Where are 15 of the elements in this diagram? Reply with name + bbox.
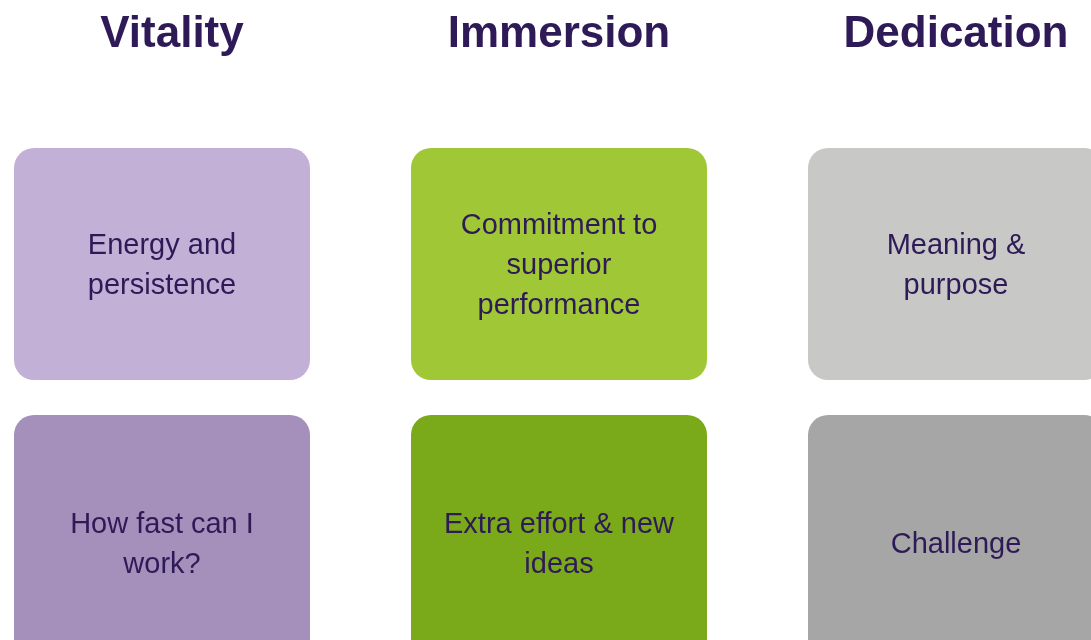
box-text: Extra effort & new ideas — [443, 506, 675, 581]
box-text: Challenge — [890, 526, 1022, 561]
box-text: How fast can I work? — [69, 506, 255, 581]
rounded-box — [411, 148, 707, 380]
box-text: Meaning & purpose — [885, 227, 1027, 302]
box-text: Commitment to superior performance — [459, 207, 659, 322]
rounded-box — [411, 415, 707, 640]
rounded-box — [14, 415, 310, 640]
column-heading: Vitality — [99, 6, 245, 58]
column-heading: Immersion — [446, 6, 672, 58]
rounded-box — [14, 148, 310, 380]
column-heading: Dedication — [842, 6, 1070, 58]
rounded-box — [808, 415, 1091, 640]
rounded-box — [808, 148, 1091, 380]
box-text: Energy and persistence — [86, 227, 238, 302]
